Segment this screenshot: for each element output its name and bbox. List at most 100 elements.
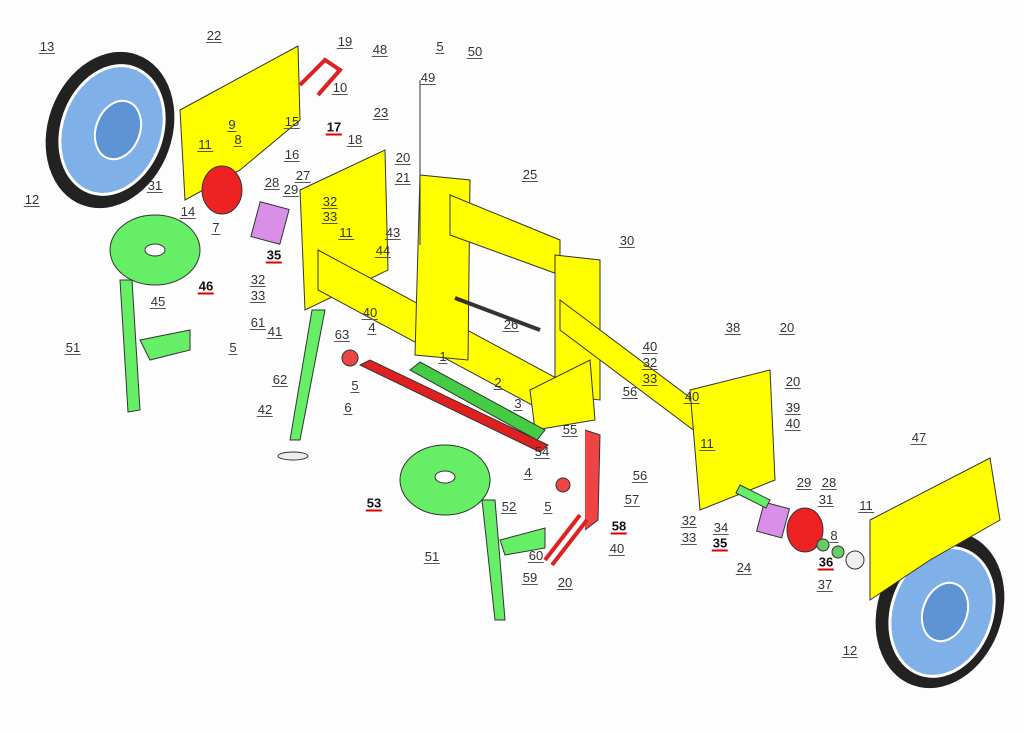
- part-label: 32: [249, 272, 267, 287]
- part-label: 25: [521, 167, 539, 182]
- left-fender: [179, 45, 301, 201]
- part-label: 62: [271, 372, 289, 387]
- part-label: 51: [64, 340, 82, 355]
- part-label: 29: [795, 475, 813, 490]
- part-label: 26: [502, 317, 520, 332]
- part-label: 1: [438, 349, 448, 364]
- part-label: 47: [910, 430, 928, 445]
- part-label: 52: [500, 499, 518, 514]
- part-label: 15: [283, 114, 301, 129]
- part-label: 4: [367, 320, 377, 335]
- right-hub: [786, 507, 824, 553]
- part-label: 20: [556, 575, 574, 590]
- part-label: 19: [336, 34, 354, 49]
- part-label: 5: [228, 340, 238, 355]
- part-label: 34: [712, 520, 730, 535]
- part-label: 44: [374, 243, 392, 258]
- part-label: 11: [699, 436, 715, 451]
- right-flange: [755, 501, 791, 539]
- part-label: 32: [641, 355, 659, 370]
- part-label: 20: [784, 374, 802, 389]
- part-label: 58: [610, 518, 628, 535]
- part-label: 39: [784, 400, 802, 415]
- part-label: 45: [149, 294, 167, 309]
- part-label: 36: [817, 554, 835, 571]
- part-label: 20: [394, 150, 412, 165]
- part-label: 17: [325, 119, 343, 136]
- part-label: 59: [521, 570, 539, 585]
- part-label: 33: [321, 209, 339, 224]
- part-label: 11: [858, 498, 874, 513]
- part-label: 40: [784, 416, 802, 431]
- part-label: 54: [533, 444, 551, 459]
- part-label: 28: [263, 175, 281, 190]
- part-label: 56: [631, 468, 649, 483]
- part-label: 40: [608, 541, 626, 556]
- left-hub: [201, 165, 243, 215]
- part-label: 40: [361, 305, 379, 320]
- part-label: 50: [466, 44, 484, 59]
- part-label: 40: [641, 339, 659, 354]
- part-label: 32: [680, 513, 698, 528]
- part-label: 48: [371, 42, 389, 57]
- part-label: 8: [233, 132, 243, 147]
- part-label: 9: [227, 117, 237, 132]
- part-label: 33: [641, 371, 659, 386]
- part-label: 30: [618, 233, 636, 248]
- right-fender: [869, 457, 1001, 601]
- part-label: 4: [523, 465, 533, 480]
- part-label: 49: [419, 70, 437, 85]
- part-label: 6: [343, 400, 353, 415]
- part-label: 11: [338, 225, 354, 240]
- part-label: 61: [249, 315, 267, 330]
- right-wheel: [875, 531, 1005, 689]
- part-label: 41: [266, 324, 284, 339]
- part-label: 31: [817, 492, 835, 507]
- part-label: 5: [435, 39, 445, 54]
- part-label: 27: [294, 168, 312, 183]
- part-label: 3: [513, 396, 523, 411]
- part-label: 12: [23, 192, 41, 207]
- part-label: 8: [829, 528, 839, 543]
- part-label: 35: [711, 535, 729, 552]
- part-label: 2: [493, 375, 503, 390]
- part-label: 42: [256, 402, 274, 417]
- part-label: 43: [384, 225, 402, 240]
- part-label: 33: [249, 288, 267, 303]
- red-axle: [358, 359, 549, 453]
- part-label: 10: [331, 80, 349, 95]
- part-label: 14: [179, 204, 197, 219]
- part-label: 56: [621, 384, 639, 399]
- part-label: 29: [282, 182, 300, 197]
- part-label: 5: [350, 378, 360, 393]
- part-label: 7: [211, 220, 221, 235]
- part-label: 28: [820, 475, 838, 490]
- part-label: 13: [38, 39, 56, 54]
- part-label: 18: [346, 132, 364, 147]
- green-tube: [409, 361, 546, 441]
- part-label: 21: [394, 170, 412, 185]
- part-label: 20: [778, 320, 796, 335]
- part-label: 55: [561, 422, 579, 437]
- part-label: 60: [527, 548, 545, 563]
- part-label: 5: [543, 499, 553, 514]
- disc-arms: [119, 279, 546, 621]
- part-label: 11: [197, 137, 213, 152]
- part-label: 40: [683, 389, 701, 404]
- part-label: 53: [365, 495, 383, 512]
- red-crank: [298, 57, 344, 97]
- part-label: 23: [372, 105, 390, 120]
- part-label: 63: [333, 327, 351, 342]
- part-label: 57: [623, 492, 641, 507]
- part-label: 35: [265, 247, 283, 264]
- part-label: 32: [321, 194, 339, 209]
- main-frame: [299, 149, 776, 511]
- part-label: 37: [816, 577, 834, 592]
- part-label: 31: [146, 178, 164, 193]
- part-label: 22: [205, 28, 223, 43]
- part-label: 38: [724, 320, 742, 335]
- part-label: 16: [283, 147, 301, 162]
- part-label: 46: [197, 278, 215, 295]
- part-label: 33: [680, 530, 698, 545]
